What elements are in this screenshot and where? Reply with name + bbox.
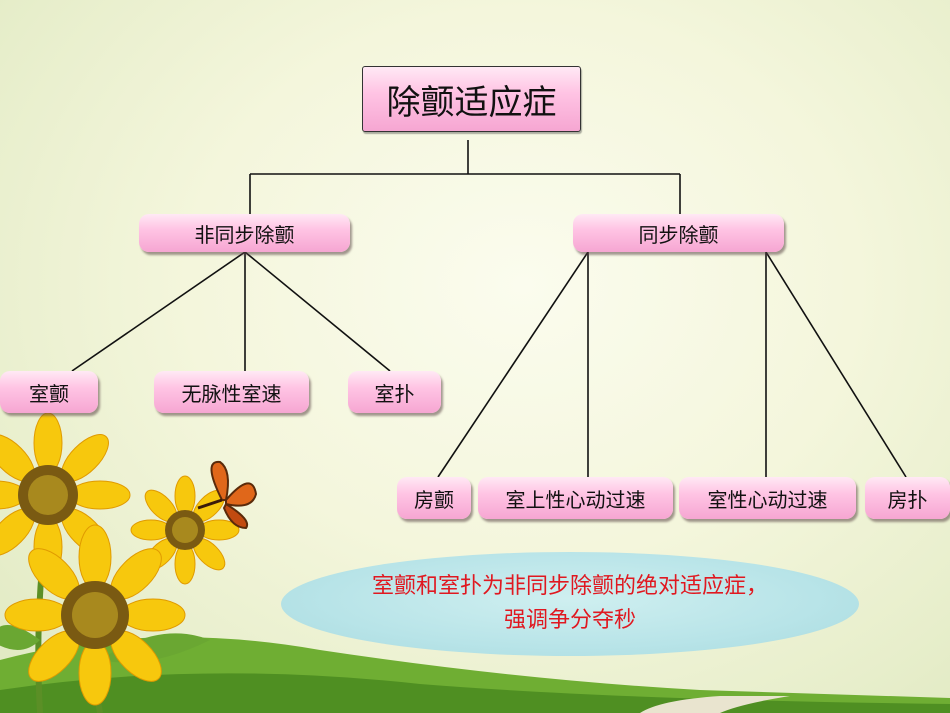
af-node: 房颤 [397, 477, 471, 519]
sync-defibrillation-node: 同步除颤 [573, 214, 784, 252]
vf-node: 室颤 [0, 371, 98, 413]
connector [437, 251, 589, 478]
vflutter-node: 室扑 [348, 371, 441, 413]
path-road [640, 696, 790, 713]
pulseless-vt-node: 无脉性室速 [154, 371, 309, 413]
aflutter-node: 房扑 [865, 477, 950, 519]
emphasis-note: 室颤和室扑为非同步除颤的绝对适应症， 强调争分夺秒 [281, 552, 859, 656]
async-defibrillation-node: 非同步除颤 [139, 214, 350, 252]
sunflower-icon [130, 475, 240, 585]
leaf [0, 625, 40, 650]
vt-node: 室性心动过速 [679, 477, 856, 519]
connector [71, 251, 246, 372]
connector [244, 251, 391, 372]
svt-node: 室上性心动过速 [478, 477, 673, 519]
note-line-1: 室颤和室扑为非同步除颤的绝对适应症， [371, 574, 768, 599]
root-node: 除颤适应症 [362, 66, 581, 132]
sunflower-icon [4, 524, 186, 706]
note-line-2: 强调争分夺秒 [503, 608, 636, 633]
butterfly-icon [197, 460, 258, 530]
connector [765, 251, 907, 478]
